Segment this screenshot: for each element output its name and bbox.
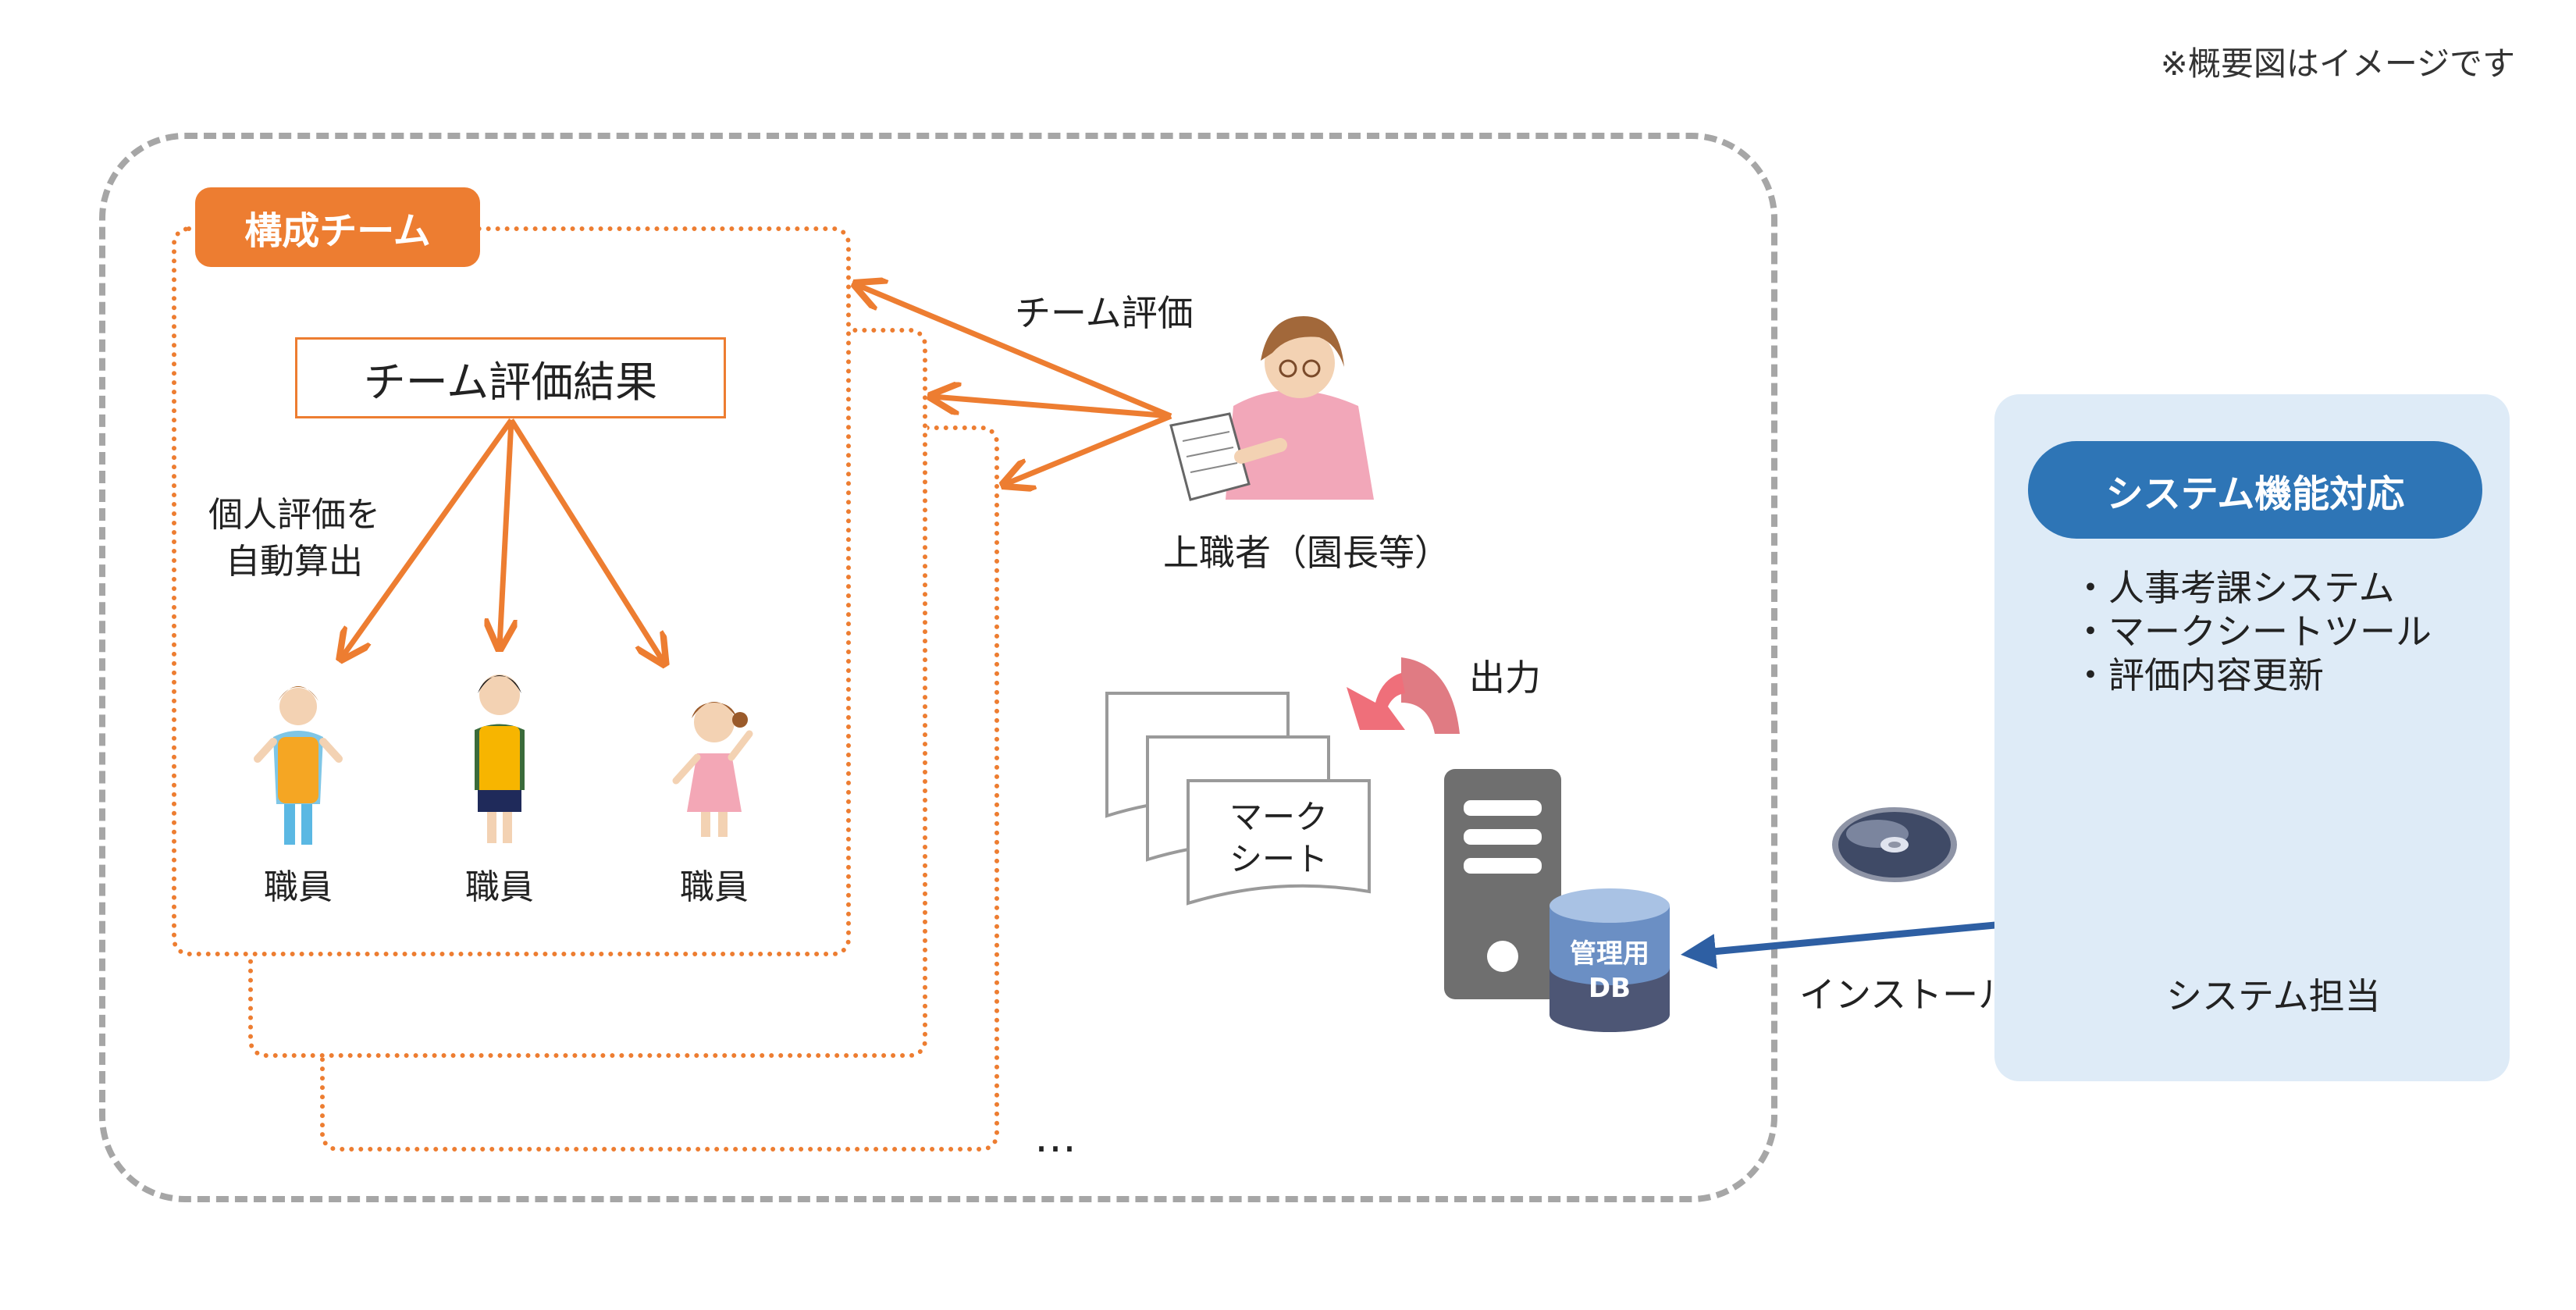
mark-sheet-line-1: マーク bbox=[1229, 798, 1328, 836]
staff-label-2: 職員 bbox=[465, 867, 534, 907]
outer-dashed-frame bbox=[99, 133, 1777, 1202]
staff-label-3: 職員 bbox=[680, 867, 749, 907]
database-icon bbox=[1550, 888, 1670, 1032]
feature-item-2: ・マークシートツール bbox=[2073, 611, 2432, 653]
db-label: 管理用 DB bbox=[1551, 937, 1668, 1006]
sheet-front bbox=[1187, 779, 1371, 906]
staff-figure-2-icon bbox=[475, 675, 525, 843]
feature-list: ・人事考課システム ・マークシートツール ・評価内容更新 bbox=[2073, 566, 2432, 697]
install-label: インストール bbox=[1799, 974, 2015, 1016]
feature-item-1: ・人事考課システム bbox=[2073, 567, 2395, 609]
system-panel-header: システム機能対応 bbox=[2028, 441, 2482, 539]
system-staff-label: システム担当 bbox=[2166, 975, 2381, 1017]
arrow-to-staff-1 bbox=[342, 418, 514, 657]
output-label: 出力 bbox=[1469, 657, 1541, 699]
db-label-line-1: 管理用 bbox=[1570, 938, 1649, 970]
eval-arrow-3 bbox=[1005, 413, 1172, 484]
mark-sheet-label: マーク シート bbox=[1201, 796, 1357, 881]
staff-figure-3-icon bbox=[672, 702, 753, 837]
eval-arrow-2 bbox=[933, 397, 1172, 419]
more-teams-ellipsis: … bbox=[1034, 1112, 1080, 1162]
auto-calc-label: 個人評価を 自動算出 bbox=[205, 492, 384, 586]
eval-arrow-1 bbox=[857, 285, 1172, 419]
auto-calc-arrows bbox=[342, 418, 664, 662]
db-label-line-2: DB bbox=[1588, 973, 1631, 1004]
auto-calc-line-2: 自動算出 bbox=[226, 542, 363, 582]
auto-calc-line-1: 個人評価を bbox=[208, 495, 380, 535]
supervisor-figure-icon bbox=[1169, 316, 1374, 501]
feature-item-3: ・評価内容更新 bbox=[2073, 654, 2324, 696]
cd-disc-icon bbox=[1832, 807, 1957, 882]
mark-sheet-line-2: シート bbox=[1229, 840, 1328, 878]
staff-label-1: 職員 bbox=[264, 867, 333, 907]
disclaimer-note: ※概要図はイメージです bbox=[2160, 44, 2515, 83]
team-evaluation-arrows bbox=[857, 285, 1172, 484]
server-icon bbox=[1444, 769, 1561, 999]
arrow-to-staff-2 bbox=[500, 419, 511, 646]
team-evaluation-label: チーム評価 bbox=[1015, 292, 1194, 334]
output-curved-arrow-icon bbox=[1347, 657, 1460, 734]
supervisor-role-label: 上職者（園長等） bbox=[1163, 532, 1450, 574]
staff-figure-1-icon bbox=[254, 686, 343, 845]
team-result-box: チーム評価結果 bbox=[295, 337, 726, 418]
team-label: 構成チーム bbox=[195, 187, 480, 267]
install-arrow bbox=[1681, 916, 2054, 970]
arrow-to-staff-3 bbox=[509, 418, 664, 662]
mark-sheet-stack-icon bbox=[1105, 692, 1371, 906]
